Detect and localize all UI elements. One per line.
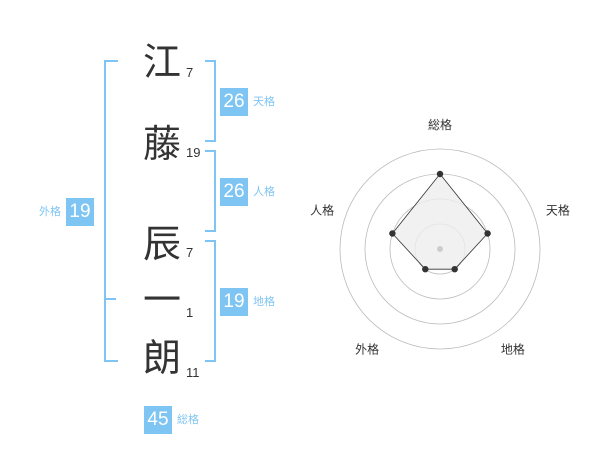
- radar-points: [389, 170, 491, 273]
- name-char-1: 江: [142, 40, 181, 84]
- gaikaku-badge: 外格 19: [39, 198, 94, 226]
- jinkaku-value: 26: [220, 178, 248, 206]
- gaikaku-value: 19: [66, 198, 94, 226]
- chikaku-label: 地格: [253, 295, 275, 308]
- radar-rings: [339, 148, 541, 350]
- chikaku-value: 19: [220, 288, 248, 316]
- gaikaku-bracket: [104, 60, 118, 362]
- tenkaku-bracket: [205, 60, 216, 142]
- radar-point: [422, 266, 429, 273]
- jinkaku-label: 人格: [253, 185, 275, 198]
- jinkaku-badge: 26 人格: [220, 178, 275, 206]
- stroke-count-2: 19: [186, 145, 201, 160]
- radar-label-gaikaku: 外格: [355, 341, 379, 356]
- radar-ring: [414, 223, 466, 275]
- radar-label-jinkaku: 人格: [310, 203, 334, 218]
- name-char-2: 藤: [142, 122, 181, 166]
- tenkaku-label: 天格: [253, 95, 275, 108]
- radar-point: [451, 266, 458, 273]
- radar-ring: [339, 148, 541, 350]
- soukaku-value: 45: [144, 406, 172, 434]
- soukaku-badge: 45 総格: [144, 406, 199, 434]
- name-char-5: 朗: [142, 336, 181, 380]
- tenkaku-value: 26: [220, 88, 248, 116]
- radar-point: [436, 170, 444, 178]
- gaikaku-label: 外格: [39, 205, 61, 218]
- stroke-count-4: 1: [186, 305, 194, 320]
- stroke-count-5: 11: [186, 365, 200, 380]
- radar-ring: [389, 198, 491, 300]
- radar-axis-labels: 総格 天格 地格 外格 人格: [310, 117, 570, 356]
- radar-label-soukaku: 総格: [428, 117, 452, 132]
- chikaku-bracket: [205, 240, 216, 362]
- soukaku-label: 総格: [177, 413, 199, 426]
- radar-center-dot: [437, 246, 443, 252]
- stroke-count-1: 7: [186, 65, 194, 80]
- gaikaku-bracket-tick: [104, 298, 116, 300]
- jinkaku-bracket: [205, 150, 216, 232]
- radar-point: [484, 230, 491, 237]
- radar-label-tenkaku: 天格: [546, 203, 570, 218]
- radar-label-chikaku: 地格: [501, 341, 525, 356]
- name-char-4: 一: [142, 278, 181, 322]
- stroke-count-3: 7: [186, 245, 194, 260]
- radar-point: [389, 230, 396, 237]
- chikaku-badge: 19 地格: [220, 288, 275, 316]
- radar-ring: [364, 173, 516, 325]
- tenkaku-badge: 26 天格: [220, 88, 275, 116]
- name-char-3: 辰: [142, 222, 181, 266]
- radar-value-polygon: [391, 173, 489, 270]
